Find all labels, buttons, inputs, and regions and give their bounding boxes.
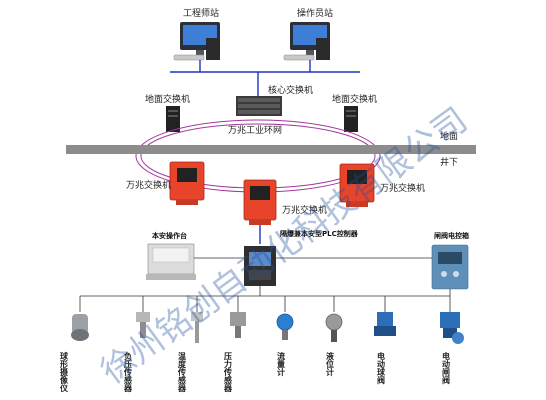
core-switch bbox=[236, 96, 282, 116]
underground-switch-left-label: 万兆交换机 bbox=[126, 179, 171, 191]
device-label-7: 电动闸阀 bbox=[442, 351, 451, 385]
console-label: 本安操作台 bbox=[151, 231, 187, 240]
temperature-sensor-icon bbox=[191, 312, 203, 343]
flowmeter-icon bbox=[276, 313, 294, 340]
underground-switch-right bbox=[339, 163, 375, 207]
electric-gate-valve-icon bbox=[440, 312, 464, 344]
device-label-5: 液位计 bbox=[326, 351, 335, 377]
underground-switch-center bbox=[243, 179, 277, 225]
surface-switch-right bbox=[344, 106, 358, 132]
device-bus bbox=[79, 295, 451, 312]
core-switch-label: 核心交换机 bbox=[268, 84, 313, 96]
valve-control-box bbox=[431, 244, 469, 290]
ground-label: 地面 bbox=[440, 130, 458, 142]
operator-station-label: 操作员站 bbox=[297, 7, 333, 19]
engineer-station-label: 工程师站 bbox=[183, 7, 219, 19]
ground-line-left bbox=[66, 145, 394, 154]
ring-network-label: 万兆工业环网 bbox=[228, 125, 282, 136]
surface-switch-left-label: 地面交换机 bbox=[145, 93, 190, 105]
device-labels: 球形摄像仪 负压传感器 温度传感器 压力传感器 流量计 液位计 电动球阀 电动闸… bbox=[59, 351, 451, 393]
device-label-6: 电动球阀 bbox=[376, 351, 386, 385]
operator-workstation bbox=[283, 22, 330, 61]
underground-switch-right-label: 万兆交换机 bbox=[380, 182, 425, 194]
underground-label: 井下 bbox=[440, 156, 458, 168]
underground-switch-left bbox=[169, 161, 205, 205]
safety-console bbox=[146, 243, 196, 280]
dome-camera-icon bbox=[71, 314, 89, 341]
plc-label: 隔爆兼本安型PLC控制器 bbox=[280, 229, 359, 238]
ground-line-right bbox=[388, 145, 476, 154]
plc-controller bbox=[244, 246, 276, 286]
controller-links bbox=[194, 257, 451, 296]
level-meter-icon bbox=[325, 313, 343, 342]
surface-switch-right-label: 地面交换机 bbox=[332, 93, 377, 105]
device-label-1: 负压传感器 bbox=[123, 351, 133, 393]
engineer-workstation bbox=[173, 22, 220, 61]
workstation-bus bbox=[170, 60, 360, 96]
electric-ball-valve-icon bbox=[374, 312, 396, 336]
valve-box-label: 闸阀电控箱 bbox=[434, 231, 469, 240]
device-label-4: 流量计 bbox=[277, 351, 286, 377]
device-label-0: 球形摄像仪 bbox=[59, 351, 69, 393]
negative-pressure-sensor-icon bbox=[136, 312, 150, 338]
underground-switch-center-label: 万兆交换机 bbox=[282, 204, 327, 216]
device-label-2: 温度传感器 bbox=[177, 351, 187, 393]
surface-switch-left bbox=[166, 106, 180, 132]
device-label-3: 压力传感器 bbox=[223, 352, 233, 393]
pressure-sensor-icon bbox=[230, 312, 246, 338]
